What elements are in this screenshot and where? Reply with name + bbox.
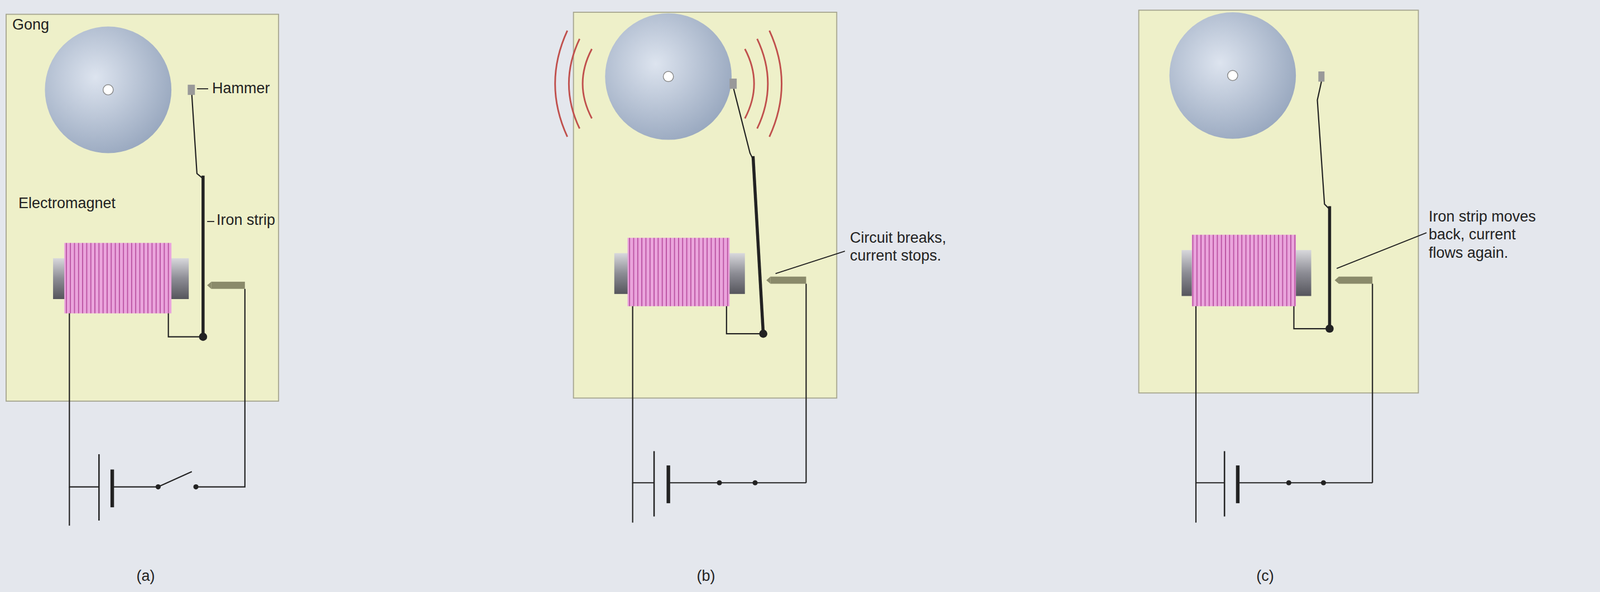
panel-letter: (c) <box>1256 567 1274 585</box>
callout-note: Circuit breaks, current stops. <box>849 228 970 266</box>
bell-panel-c <box>1139 10 1427 523</box>
part-label: Hammer <box>212 79 271 98</box>
bell-panel-a <box>6 14 279 526</box>
bell-panel-b <box>555 12 845 523</box>
part-label: Electromagnet <box>18 194 116 213</box>
part-label: Iron strip <box>216 210 276 229</box>
part-label: Gong <box>12 15 50 34</box>
panel-letter: (b) <box>697 567 716 585</box>
callout-note: Iron strip moves back, current flows aga… <box>1428 207 1549 262</box>
panel-letter: (a) <box>136 567 156 585</box>
